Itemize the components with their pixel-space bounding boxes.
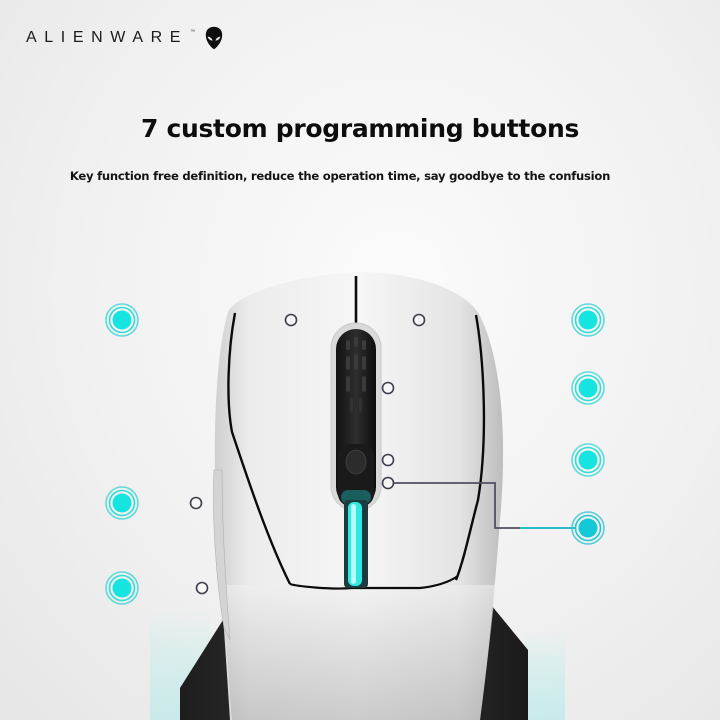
trademark-symbol: ™ — [190, 29, 196, 35]
callout-side-button-forward[interactable] — [105, 486, 203, 520]
callout-center-lower-button[interactable] — [381, 476, 605, 545]
callout-left-click[interactable] — [105, 303, 298, 337]
left-seam — [227, 312, 292, 585]
glow-right — [525, 630, 565, 720]
callout-scroll-wheel[interactable] — [381, 371, 605, 405]
brand-wordmark: ALIENWARE — [26, 29, 189, 46]
alien-head-icon — [205, 26, 223, 50]
callout-right-click[interactable] — [412, 303, 605, 337]
dpi-button — [345, 449, 367, 475]
light-strip-highlight — [351, 504, 356, 584]
page-subtitle: Key function free definition, reduce the… — [69, 169, 611, 183]
callout-side-button-back[interactable] — [105, 571, 209, 605]
right-seam — [454, 314, 486, 581]
mouse-shell-lower-shade — [224, 585, 496, 720]
page-title: 7 custom programming buttons — [140, 114, 580, 143]
palm-seam — [289, 575, 459, 590]
wheel-grip-texture — [346, 337, 366, 412]
brand-logo: ALIENWARE ™ — [26, 26, 223, 50]
callout-dpi-button[interactable] — [381, 443, 605, 477]
side-button-strip — [213, 469, 231, 641]
